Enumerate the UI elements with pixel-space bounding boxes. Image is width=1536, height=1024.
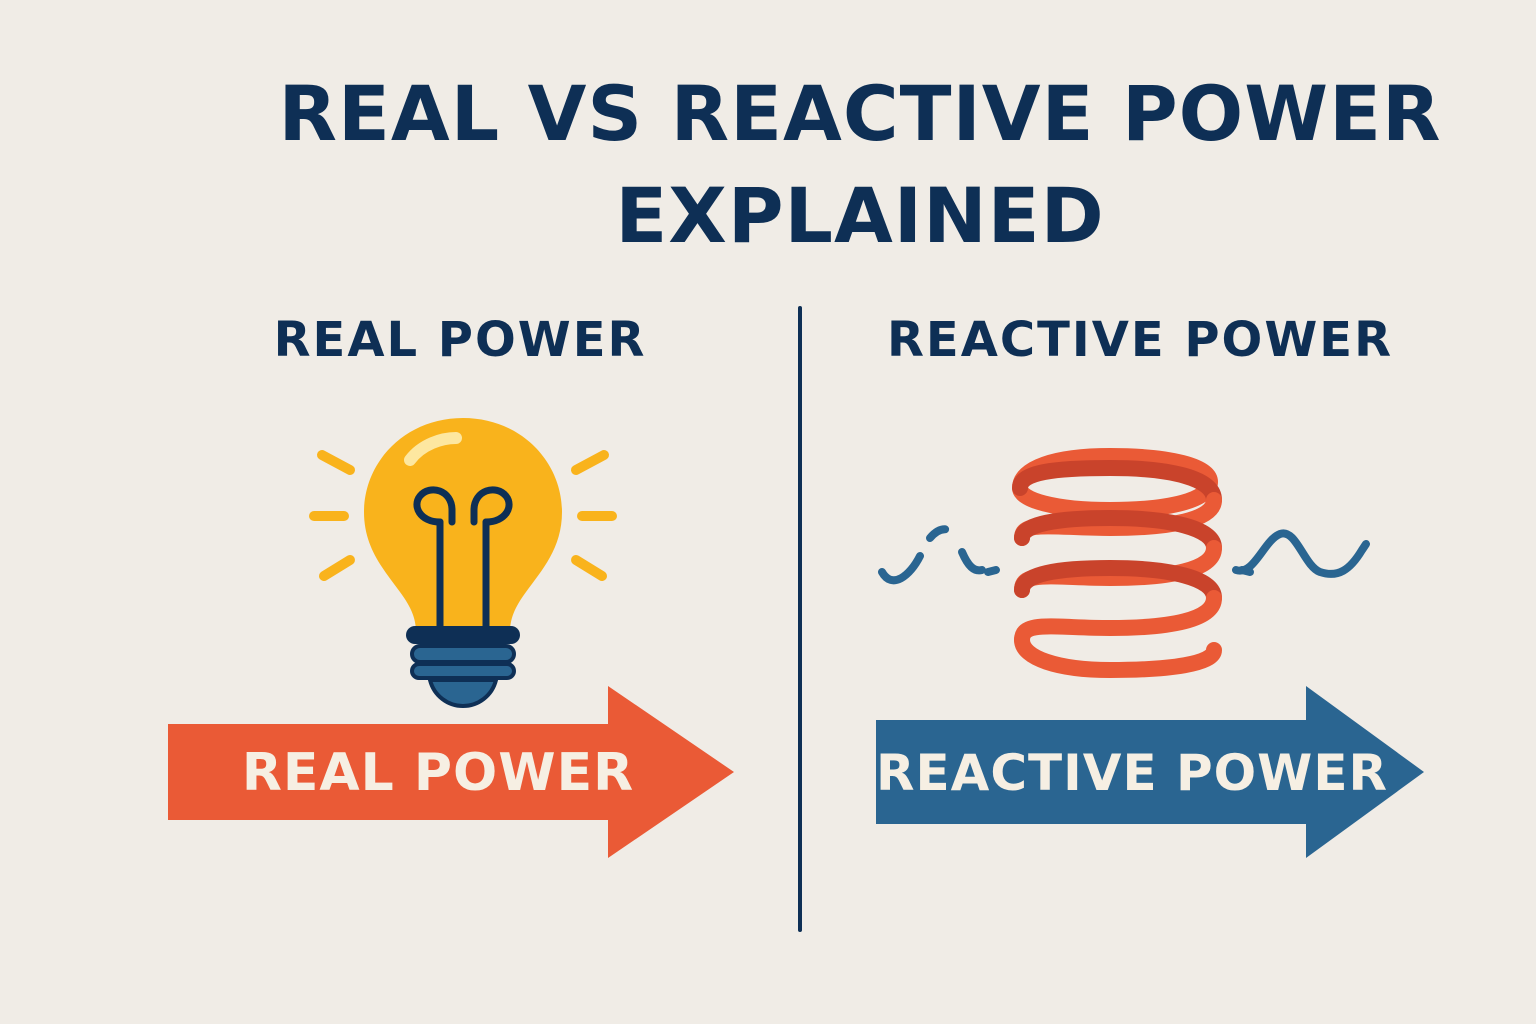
page-title-line-2: EXPLAINED: [615, 171, 1105, 260]
reactive-power-heading: REACTIVE POWER: [886, 312, 1394, 368]
reactive-power-arrow: REACTIVE POWER: [876, 686, 1424, 858]
page-title: REAL VS REACTIVE POWER: [278, 69, 1442, 158]
light-bulb-icon: [300, 410, 630, 710]
real-power-heading: REAL POWER: [273, 312, 647, 368]
column-divider: [798, 306, 802, 932]
real-power-arrow-label: REAL POWER: [241, 743, 635, 803]
reactive-power-arrow-label: REACTIVE POWER: [876, 744, 1388, 802]
coil-spring-icon: [870, 420, 1390, 690]
real-power-arrow: REAL POWER: [168, 686, 734, 858]
